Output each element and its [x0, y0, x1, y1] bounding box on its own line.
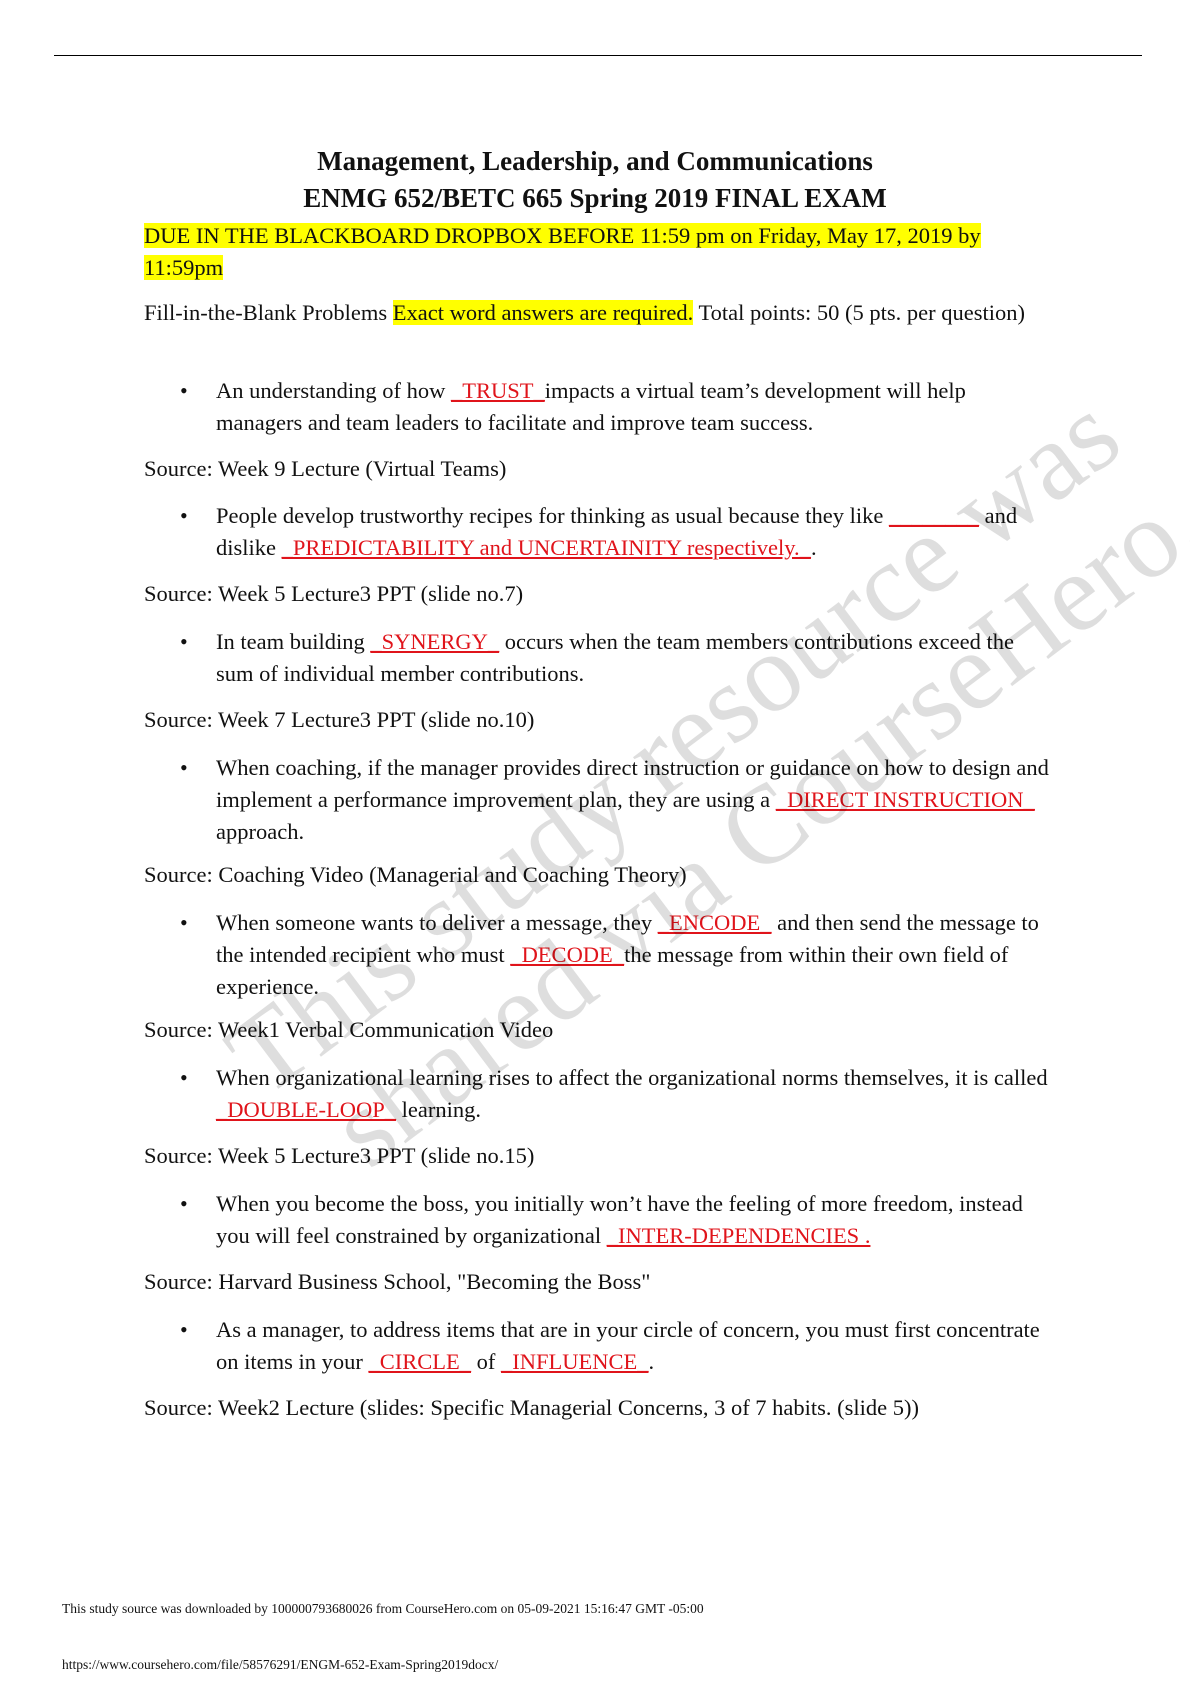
bullet-marker: • [180, 910, 188, 935]
question-5: When someone wants to deliver a message,… [216, 907, 1056, 1003]
bullet-marker: • [180, 1191, 188, 1216]
question-text: . [648, 1349, 655, 1374]
question-text: impacts a virtual team’s development wil… [216, 378, 966, 435]
question-text: occurs when the team members contributio… [216, 629, 1014, 686]
answer-blank: _DIRECT INSTRUCTION_ [775, 787, 1035, 812]
instructions-suffix: Total points: 50 (5 pts. per question) [693, 300, 1025, 325]
question-2: People develop trustworthy recipes for t… [216, 500, 1056, 564]
answer-blank: _SYNERGY_ [370, 629, 500, 654]
question-text: In team building [216, 629, 371, 654]
source-line: Source: Week1 Verbal Communication Video [144, 1017, 554, 1042]
source-line: Source: Week 9 Lecture (Virtual Teams) [144, 456, 507, 481]
question-1: An understanding of how _TRUST_impacts a… [216, 375, 1056, 439]
bullet-marker: • [180, 378, 188, 403]
top-rule [54, 55, 1142, 56]
question-text: and dislike [216, 503, 1018, 560]
answer-blank: _DOUBLE-LOOP_ [216, 1097, 396, 1122]
answer-blank: ________ [888, 503, 979, 528]
answer-blank: _ENCODE_ [657, 910, 772, 935]
page-title: Management, Leadership, and Communicatio… [317, 146, 873, 176]
source-line: Source: Week 5 Lecture3 PPT (slide no.15… [144, 1143, 535, 1168]
answer-blank: _DECODE_ [510, 942, 625, 967]
bullet-marker: • [180, 1317, 188, 1342]
question-8: As a manager, to address items that are … [216, 1314, 1056, 1378]
answer-blank: _INTER-DEPENDENCIES . [606, 1223, 871, 1248]
source-line: Source: Week 5 Lecture3 PPT (slide no.7) [144, 581, 524, 606]
instructions-prefix: Fill-in-the-Blank Problems [144, 300, 393, 325]
bullet-marker: • [180, 629, 188, 654]
source-line: Source: Week 7 Lecture3 PPT (slide no.10… [144, 707, 535, 732]
question-text: As a manager, to address items that are … [216, 1317, 1040, 1374]
bullet-marker: • [180, 755, 188, 780]
question-text: People develop trustworthy recipes for t… [216, 503, 889, 528]
question-text: When organizational learning rises to af… [216, 1065, 1048, 1090]
question-text: and then send the message to the intende… [216, 910, 1039, 967]
question-text: the message from within their own field … [216, 942, 1009, 999]
answer-blank: _INFLUENCE_ [501, 1349, 649, 1374]
question-text: . [810, 535, 817, 560]
instructions: Fill-in-the-Blank Problems Exact word an… [144, 297, 1049, 329]
source-line: Source: Week2 Lecture (slides: Specific … [144, 1395, 920, 1420]
question-text: When someone wants to deliver a message,… [216, 910, 658, 935]
instructions-highlight: Exact word answers are required. [392, 300, 694, 325]
due-notice-highlight: DUE IN THE BLACKBOARD DROPBOX BEFORE 11:… [144, 223, 981, 280]
bullet-marker: • [180, 1065, 188, 1090]
question-text: When coaching, if the manager provides d… [216, 755, 1049, 812]
source-line: Source: Harvard Business School, "Becomi… [144, 1269, 651, 1294]
bullet-marker: • [180, 503, 188, 528]
download-notice: This study source was downloaded by 1000… [62, 1601, 704, 1616]
question-6: When organizational learning rises to af… [216, 1062, 1056, 1126]
answer-blank: _CIRCLE_ [368, 1349, 472, 1374]
page-subtitle: ENMG 652/BETC 665 Spring 2019 FINAL EXAM [303, 183, 887, 213]
question-text: When you become the boss, you initially … [216, 1191, 1023, 1248]
question-3: In team building _SYNERGY_ occurs when t… [216, 626, 1056, 690]
answer-blank: _TRUST_ [450, 378, 545, 403]
question-text: of [471, 1349, 502, 1374]
question-7: When you become the boss, you initially … [216, 1188, 1056, 1252]
source-line: Source: Coaching Video (Managerial and C… [144, 862, 687, 887]
watermark-line-1: This study resource was [204, 370, 1142, 1120]
source-url-link[interactable]: https://www.coursehero.com/file/58576291… [62, 1657, 499, 1672]
question-4: When coaching, if the manager provides d… [216, 752, 1056, 848]
question-text: approach. [216, 819, 305, 844]
question-text: learning. [396, 1097, 481, 1122]
answer-blank: _PREDICTABILITY and UNCERTAINITY respect… [281, 535, 811, 560]
due-notice: DUE IN THE BLACKBOARD DROPBOX BEFORE 11:… [144, 220, 1049, 284]
question-text: An understanding of how [216, 378, 451, 403]
